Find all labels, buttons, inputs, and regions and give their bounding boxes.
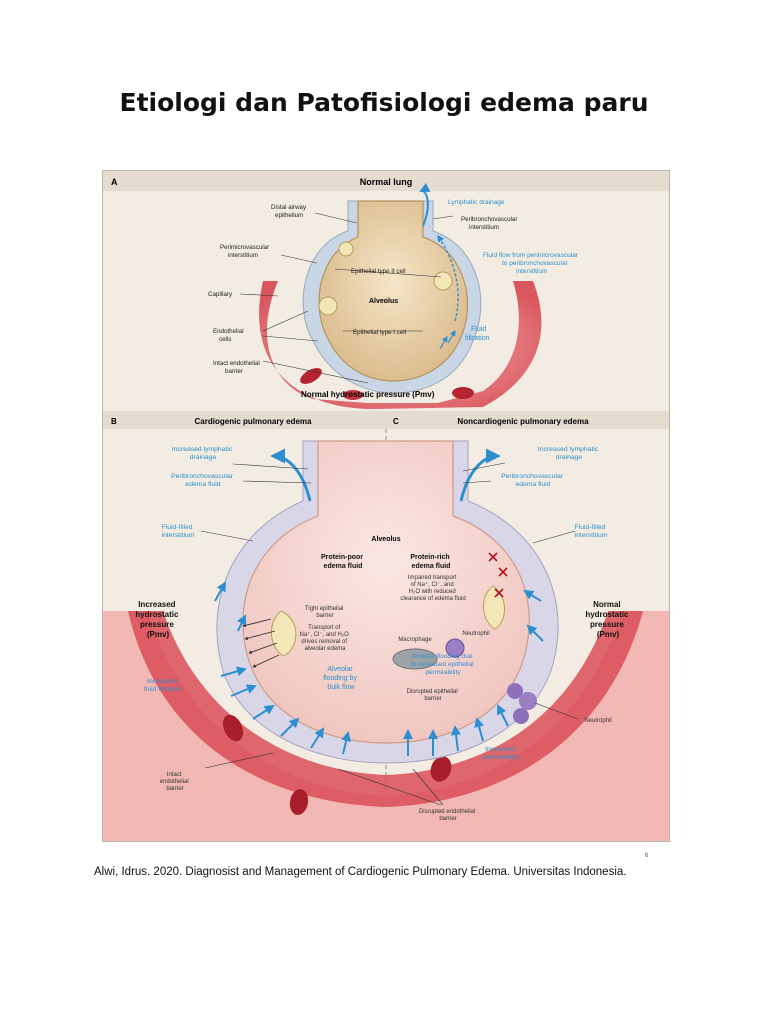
label-neutrophil-outer: Neutrophil [584,718,611,724]
transport-arrows-b [242,618,280,668]
epithelial-type2-cell-b [271,610,297,657]
capillary-vessel-large [103,611,669,841]
label-alveolus-bc: Alveolus [371,536,400,543]
label-type1: Epithelial type I cell [353,329,406,336]
label-flooding-b: Alveolar flooding by bulk flow [323,666,359,691]
neutrophil-inner [445,638,465,658]
label-capillary: Capillary [208,291,233,298]
panel-bc-header [103,411,669,429]
panel-a-title: Normal lung [360,177,413,187]
epithelial-type2-cell [318,296,338,316]
label-fluid-filled-c: Fluid-filled interstitium [575,524,608,539]
figure-svg: A Normal lung [103,171,669,841]
lymphatic-arrow-c [459,448,501,502]
panel-b-letter: B [111,417,117,426]
label-fluid-filled-b: Fluid-filled interstitium [162,524,195,539]
red-blood-cell [222,714,244,742]
label-type2: Epithelial type II cell [351,268,406,275]
panel-c-title: Noncardiogenic pulmonary edema [457,417,589,426]
panel-bc: B Cardiogenic pulmonary edema C Noncardi… [103,411,669,841]
label-distal-airway: Distal airway epithelium [271,204,308,219]
lymphatic-arrow-b [270,448,312,502]
macrophage [392,648,438,670]
red-blood-cell [300,368,322,384]
label-increased-lymphatic-c: Increased lymphatic drainage [538,446,600,461]
epithelial-type2-cell-c [483,585,505,630]
lymphatic-arrow [419,182,431,227]
label-impaired-transport: Impaired transport of Na⁺, Cl⁻, and H₂O … [400,575,465,602]
citation: Alwi, Idrus. 2020. Diagnosist and Manage… [94,866,627,878]
label-normal-pressure-c: Normal hydrostatic pressure (Pmv) [585,600,630,639]
panel-a-header [103,171,669,191]
label-perimicrovascular: Perimicrovascular interstitium [220,244,271,259]
red-blood-cell [289,789,309,815]
red-blood-cell [343,390,363,400]
epithelial-type2-cell [338,241,354,257]
panel-b-title: Cardiogenic pulmonary edema [195,417,312,426]
impaired-transport-x [488,552,508,598]
red-blood-cell [452,387,474,399]
alveolus-normal [318,200,468,382]
flooding-arrows-b [214,581,352,755]
label-fluid-flow: Fluid flow from perimicrovascular to per… [483,252,580,275]
label-flooding-c: Alveolar flooding due to increased epith… [411,653,476,676]
fluid-flow-arrow [437,234,459,322]
panel-a: A Normal lung [103,171,669,409]
label-alveolus-a: Alveolus [369,298,398,305]
label-endothelial: Endothelial cells [213,328,245,343]
label-macrophage: Macrophage [398,637,432,643]
label-intact-barrier: Intact endothelial barrier [213,360,262,375]
label-lymphatic: Lymphatic drainage [448,199,505,206]
filtration-arrow [447,329,456,344]
filtration-arrow [439,335,448,350]
label-normal-pressure: Normal hydrostatic pressure (Pmv) [301,390,435,399]
red-blood-cell [430,756,452,782]
capillary-wall [128,611,643,807]
label-protein-rich: Protein-rich edema fluid [410,554,451,570]
label-disrupted-endothelial: Disrupted endothelial barrier [419,809,477,822]
label-increased-permeability: Increased permeability [483,746,520,761]
figure-pulmonary-edema: A Normal lung [102,170,670,842]
page-mark: 6 [645,853,649,859]
panel-c-letter: C [393,417,399,426]
label-peribronch-b: Peribronchovascular edema fluid [171,473,235,488]
label-tight-barrier: Tight epithelial barrier [305,606,345,619]
neutrophil-outer [507,683,537,724]
label-disrupted-epithelial: Disrupted epithelial barrier [407,689,460,702]
label-increased-filtration: Increased fluid filtration [144,678,182,693]
label-peribronch-c: Peribronchovascular edema fluid [501,473,565,488]
label-intact-endothelial-b: Intact endothelial barrier [160,772,191,792]
label-neutrophil-inner: Neutrophil [462,631,489,637]
label-transport: Transport of Na⁺, Cl⁻, and H₂O drives re… [299,625,350,652]
panel-a-letter: A [111,177,118,187]
alveolus-edema [242,440,530,744]
label-peribronch-a: Peribronchovascular interstitium [461,216,519,231]
flooding-arrows-c [403,589,544,756]
label-increased-pressure: Increased hydrostatic pressure (Pmv) [135,600,180,639]
label-increased-lymphatic-b: Increased lymphatic drainage [172,446,234,461]
epithelial-type2-cell [433,271,453,291]
label-fluid-filtration: Fluid filtration [465,326,490,342]
label-protein-poor: Protein-poor edema fluid [321,554,365,570]
page-title: Etiologi dan Patofisiologi edema paru [119,88,649,117]
